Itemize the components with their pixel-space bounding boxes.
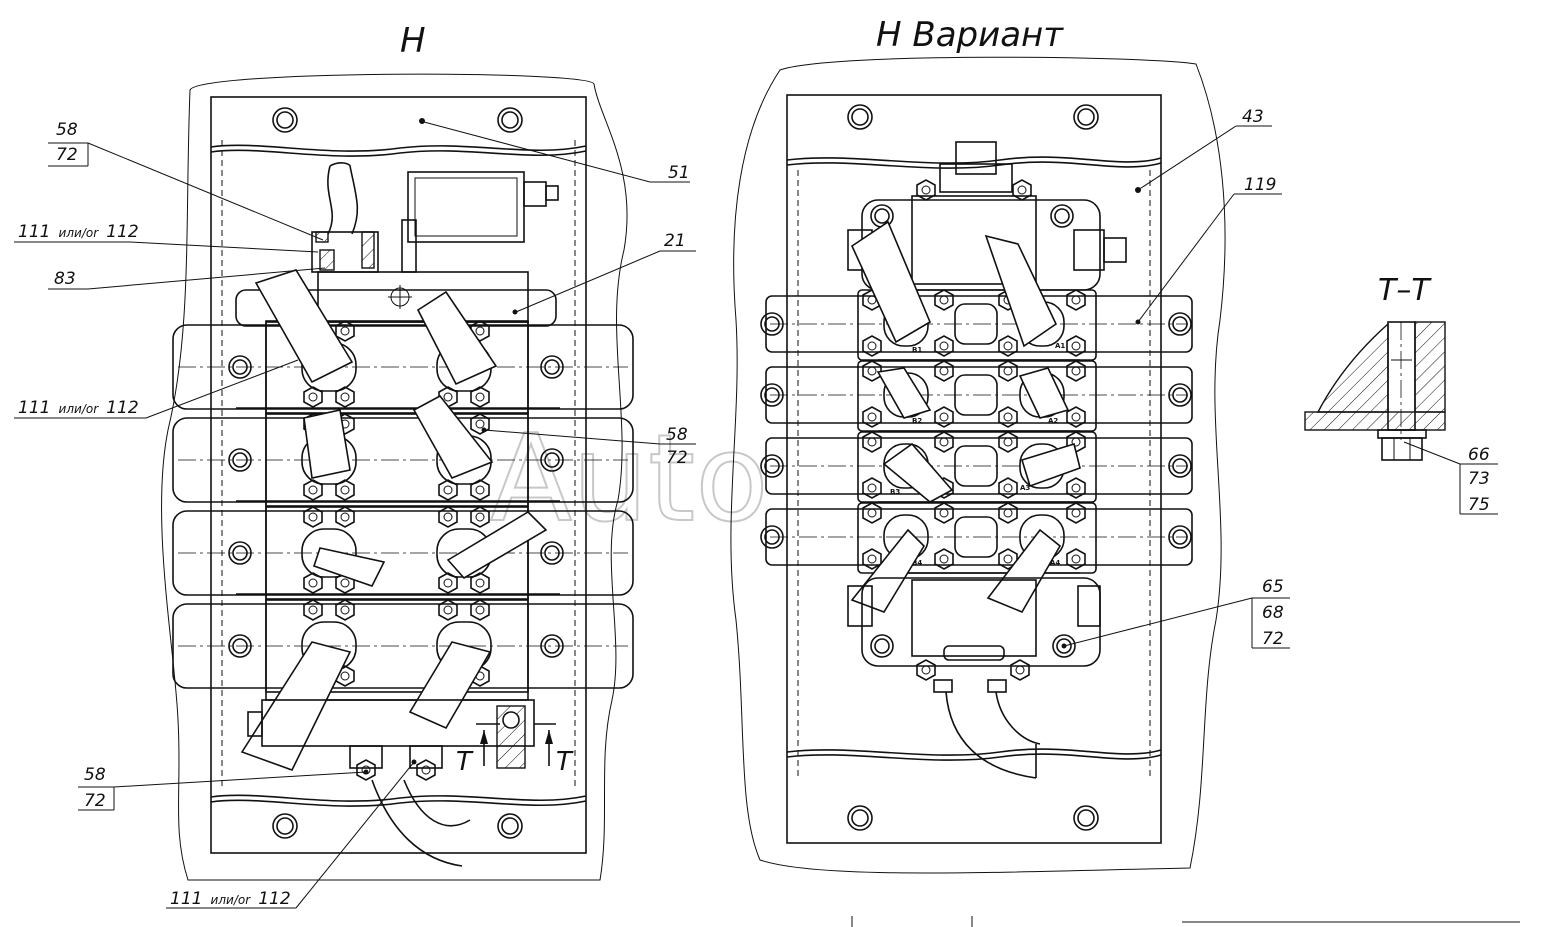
view-h-variant: H Вариант B1: [730, 15, 1226, 874]
section-mark-left: T: [456, 747, 474, 777]
callout-111-112-top: 111 или/or 112: [18, 222, 139, 242]
leaders-left: [14, 121, 696, 909]
callout-68: 68: [1262, 603, 1284, 623]
port-a2: A2: [1048, 417, 1058, 425]
port-a4: A4: [1050, 559, 1060, 567]
callout-66: 66: [1468, 445, 1490, 465]
callout-111-112-bottom: 111 или/or 112: [170, 889, 291, 909]
callout-72-right: 72: [1262, 629, 1284, 649]
break-outline-left: [161, 73, 628, 881]
break-outline-right: [730, 56, 1226, 874]
callout-111-112-mid: 111 или/or 112: [18, 398, 139, 418]
callout-72-mid: 72: [666, 448, 688, 468]
leaders-right: [1061, 125, 1290, 649]
port-b1: B1: [912, 346, 922, 354]
callout-43: 43: [1242, 107, 1264, 127]
view-h-variant-title: H Вариант: [876, 15, 1064, 55]
callout-119: 119: [1244, 175, 1276, 195]
port-b2: B2: [912, 417, 922, 425]
view-h-title: H: [400, 21, 426, 61]
section-tt: T–T: [1304, 273, 1498, 515]
section-mark-right: T: [556, 747, 574, 777]
callout-58-bottom: 58: [84, 765, 106, 785]
callout-72-top: 72: [56, 145, 78, 165]
callout-58-top: 58: [56, 120, 78, 140]
callout-72-bottom: 72: [84, 791, 106, 811]
callout-58-mid: 58: [666, 425, 688, 445]
mounting-plate-left: [210, 96, 587, 854]
callout-75: 75: [1468, 495, 1490, 515]
callout-83: 83: [54, 269, 76, 289]
port-a1: A1: [1055, 342, 1065, 350]
callout-73: 73: [1468, 469, 1490, 489]
mounting-plate-right: [786, 94, 1162, 844]
callout-51: 51: [668, 163, 690, 183]
view-h: H: [161, 21, 633, 881]
port-b4: B4: [912, 559, 922, 567]
section-tt-title: T–T: [1378, 273, 1432, 308]
port-a3: A3: [1020, 484, 1030, 492]
port-b3: B3: [890, 488, 900, 496]
callout-21: 21: [664, 231, 686, 251]
callout-65: 65: [1262, 577, 1284, 597]
